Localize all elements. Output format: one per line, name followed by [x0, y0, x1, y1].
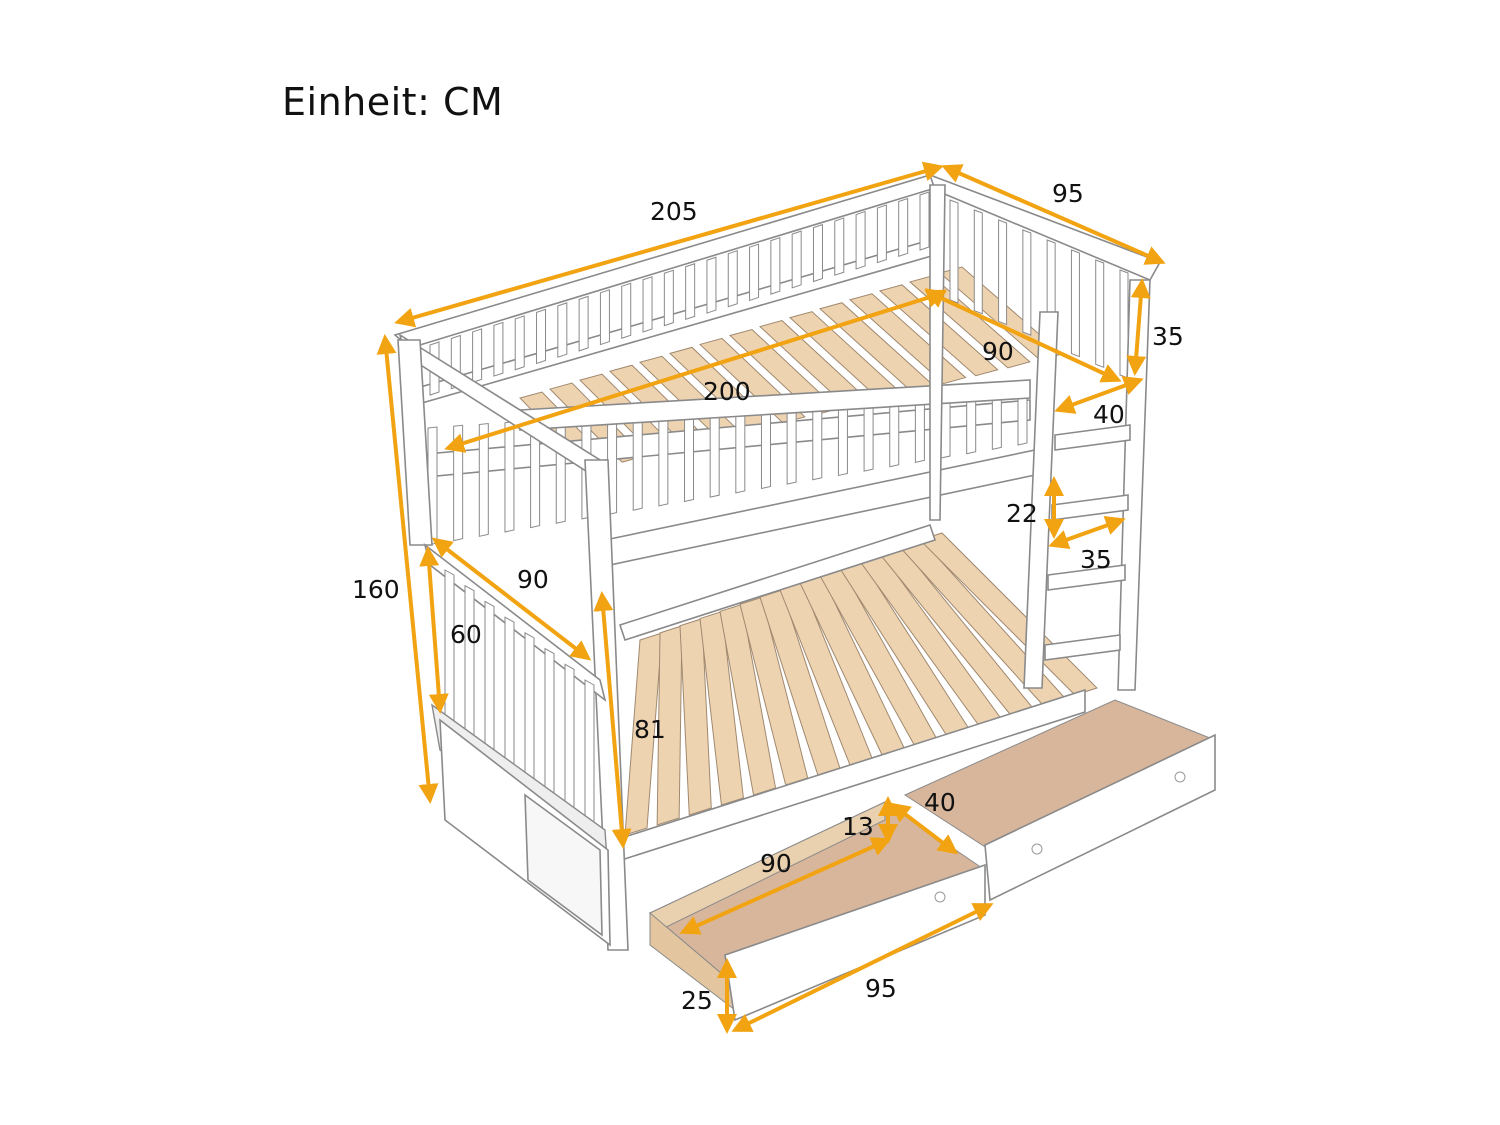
lower-slats — [624, 532, 1098, 836]
head-spindle — [1022, 229, 1032, 336]
front-spindle — [812, 400, 823, 481]
head-spindle — [1095, 259, 1105, 369]
back-spindle — [621, 282, 632, 339]
back-spindle — [876, 204, 887, 264]
dim-ladder-step-spacing: 22 — [1006, 499, 1038, 528]
back-spindle — [749, 243, 760, 302]
back-spindle — [791, 230, 802, 289]
back-spindle — [557, 302, 568, 358]
front-spindle — [786, 402, 797, 485]
unit-label: Einheit: CM — [282, 80, 504, 124]
dim-drawer-front-length: 95 — [865, 974, 897, 1003]
dim-drawer-front-height: 25 — [681, 986, 713, 1015]
dim-end-panel-width: 90 — [517, 565, 549, 594]
back-spindle — [834, 217, 845, 276]
head-spindle — [998, 219, 1008, 326]
back-spindle — [855, 210, 866, 270]
back-spindle — [642, 276, 653, 333]
lower-slat — [679, 618, 712, 816]
drawer-closed — [903, 699, 1217, 902]
front-spindle — [735, 405, 746, 494]
dim-guardrail-height: 35 — [1152, 322, 1184, 351]
back-spindle — [727, 250, 738, 308]
end-spindle — [504, 616, 515, 773]
front-spindle — [760, 403, 771, 490]
end-spindle — [544, 647, 555, 805]
front-spindle — [632, 412, 643, 511]
dim-ladder-opening: 40 — [1093, 400, 1125, 429]
end-spindle — [484, 600, 495, 758]
back-spindle — [770, 236, 781, 295]
back-spindle — [663, 269, 674, 327]
back-spindle — [919, 191, 930, 251]
head-spindle — [949, 199, 959, 304]
end-spindle — [584, 679, 595, 836]
front-spindle — [709, 407, 720, 498]
back-spindle — [493, 321, 504, 377]
head-spindle — [1070, 249, 1080, 358]
head-spindle — [973, 209, 983, 315]
dim-total-length: 205 — [650, 197, 698, 226]
dim-total-width: 95 — [1052, 179, 1084, 208]
lower-slat — [699, 610, 744, 806]
dim-drawer-inner-length: 90 — [760, 849, 792, 878]
end-spindle — [524, 632, 535, 789]
end-spindle — [564, 663, 575, 821]
head-spindle — [1119, 269, 1129, 379]
back-spindle — [706, 256, 717, 314]
back-spindle — [812, 223, 823, 283]
ladder — [1023, 311, 1131, 689]
dim-lower-clearance: 81 — [634, 715, 666, 744]
lower-slat — [656, 625, 683, 826]
dim-drawer-depth: 40 — [924, 788, 956, 817]
back-spindle — [685, 263, 696, 321]
dim-mattress-length: 200 — [703, 377, 751, 406]
dimension-arrows — [376, 161, 1166, 1034]
front-spindle — [478, 422, 489, 537]
dim-ladder-step-width: 35 — [1080, 545, 1112, 574]
back-spindle — [536, 308, 547, 365]
back-spindle — [472, 328, 483, 384]
front-spindle — [658, 410, 669, 507]
dimension-labels: 205 95 35 90 200 40 160 90 60 81 22 35 9… — [352, 179, 1184, 1015]
front-spindle — [684, 409, 695, 503]
front-spindle — [504, 421, 515, 533]
back-spindle — [898, 197, 909, 257]
end-spindle — [464, 584, 475, 742]
back-spindle — [599, 289, 610, 346]
dim-total-height: 160 — [352, 575, 400, 604]
dim-mattress-width: 90 — [982, 337, 1014, 366]
back-spindle — [514, 315, 525, 371]
back-spindle — [578, 295, 589, 352]
dim-drawer-inner-height: 13 — [842, 812, 874, 841]
lower-bunk — [614, 523, 1098, 864]
dim-end-panel-height: 60 — [450, 620, 482, 649]
